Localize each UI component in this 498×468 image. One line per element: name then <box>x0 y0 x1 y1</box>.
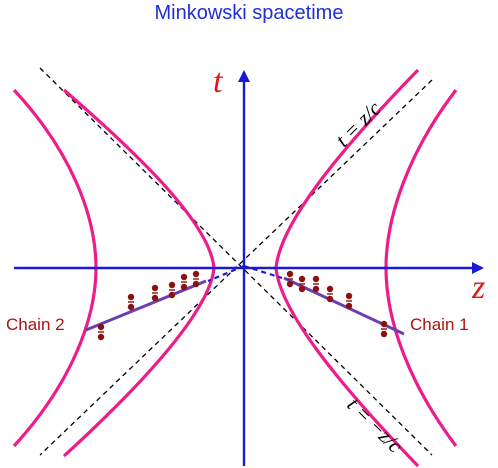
chain-1-bead <box>298 275 306 293</box>
chain-2-bead <box>151 284 159 302</box>
chain-1-beads <box>286 270 388 338</box>
diagram-title: Minkowski spacetime <box>154 2 344 24</box>
chain-2-bead <box>192 270 200 288</box>
chain-2-beads <box>97 270 200 341</box>
chain-2-label: Chain 2 <box>6 315 65 334</box>
z-axis-label: z <box>471 269 485 306</box>
chain-1-label: Chain 1 <box>410 315 469 334</box>
chain-2-bead <box>168 281 176 299</box>
light-cone-lower-label: t = −z/c <box>342 393 408 459</box>
origin-dash-right <box>243 264 283 280</box>
chain-1-bead <box>380 320 388 338</box>
chain-2-bead <box>180 273 188 291</box>
light-cone-upper-line <box>39 67 433 456</box>
chain-2-bead <box>127 293 135 311</box>
t-axis-label: t <box>213 63 224 100</box>
chain-1-bead <box>312 275 320 293</box>
light-cone-upper-label: t = z/c <box>331 96 387 152</box>
chain-1-bead <box>345 292 353 310</box>
chain-1-bead <box>286 270 294 288</box>
chain-1-bead <box>326 285 334 303</box>
origin-dash-left <box>207 264 245 283</box>
hyperbola-left-inner <box>62 88 216 458</box>
chain-2-bead <box>97 323 105 341</box>
